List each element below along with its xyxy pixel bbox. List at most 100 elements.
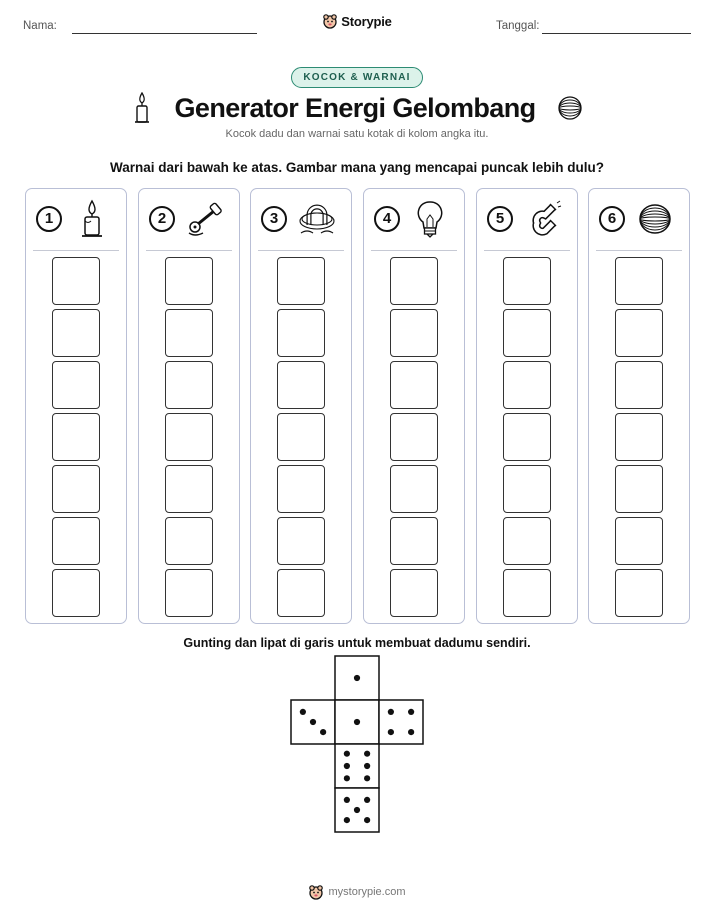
color-box[interactable] bbox=[165, 569, 213, 617]
color-box[interactable] bbox=[52, 257, 100, 305]
color-box[interactable] bbox=[503, 361, 551, 409]
color-box[interactable] bbox=[165, 361, 213, 409]
die-pip bbox=[353, 718, 361, 726]
column-6: 6 bbox=[588, 188, 690, 624]
die-pip bbox=[299, 708, 306, 715]
die-face bbox=[290, 699, 336, 745]
wire-coil-icon bbox=[639, 204, 671, 234]
color-box[interactable] bbox=[390, 413, 438, 461]
candle-icon bbox=[134, 92, 149, 123]
color-box[interactable] bbox=[52, 517, 100, 565]
die-pip bbox=[343, 817, 350, 824]
brand-name: Storypie bbox=[341, 13, 392, 29]
wire-coil-icon bbox=[558, 96, 583, 120]
die-pip bbox=[343, 762, 350, 770]
die-pip bbox=[387, 708, 394, 715]
color-box[interactable] bbox=[165, 517, 213, 565]
die-pip bbox=[364, 750, 371, 757]
name-line[interactable] bbox=[72, 33, 257, 34]
die-pip bbox=[387, 729, 394, 736]
die-pip bbox=[320, 729, 327, 736]
column-3: 3 bbox=[250, 188, 352, 624]
subtitle: Kocok dadu dan warnai satu kotak di kolo… bbox=[225, 128, 489, 140]
color-box[interactable] bbox=[277, 517, 325, 565]
color-box[interactable] bbox=[52, 569, 100, 617]
die-face bbox=[334, 787, 380, 833]
cut-instruction: Gunting dan lipat di garis untuk membuat… bbox=[183, 636, 531, 650]
color-box[interactable] bbox=[503, 257, 551, 305]
die-pip bbox=[364, 762, 371, 770]
color-box[interactable] bbox=[277, 569, 325, 617]
page-title: Generator Energi Gelombang bbox=[174, 92, 537, 123]
die-face bbox=[334, 699, 380, 745]
die-pip bbox=[353, 674, 361, 682]
die-face bbox=[378, 699, 424, 745]
column-number: 5 bbox=[487, 206, 513, 232]
column-number: 6 bbox=[599, 206, 625, 232]
color-box[interactable] bbox=[165, 309, 213, 357]
name-label: Nama: bbox=[23, 20, 57, 32]
color-box[interactable] bbox=[503, 413, 551, 461]
color-box[interactable] bbox=[165, 257, 213, 305]
hand-crank-icon bbox=[188, 202, 222, 236]
die-pip bbox=[364, 817, 371, 824]
die-pip bbox=[343, 750, 350, 757]
color-box[interactable] bbox=[503, 569, 551, 617]
die-pip bbox=[353, 806, 361, 814]
die-pip bbox=[343, 775, 350, 782]
column-number: 1 bbox=[36, 206, 62, 232]
color-box[interactable] bbox=[277, 309, 325, 357]
color-box[interactable] bbox=[615, 465, 663, 513]
die-pip bbox=[364, 775, 371, 782]
color-box[interactable] bbox=[277, 361, 325, 409]
footer-url: mystorypie.com bbox=[328, 886, 406, 898]
color-box[interactable] bbox=[390, 465, 438, 513]
color-box[interactable] bbox=[52, 413, 100, 461]
color-box[interactable] bbox=[390, 309, 438, 357]
die-face bbox=[334, 655, 380, 701]
die-face bbox=[334, 743, 380, 789]
column-5: 5 bbox=[476, 188, 578, 624]
color-box[interactable] bbox=[277, 257, 325, 305]
color-box[interactable] bbox=[615, 517, 663, 565]
color-box[interactable] bbox=[52, 309, 100, 357]
storypie-mascot-icon bbox=[323, 14, 338, 29]
horseshoe-magnet-icon bbox=[532, 200, 562, 236]
color-box[interactable] bbox=[277, 465, 325, 513]
color-box[interactable] bbox=[390, 257, 438, 305]
color-box[interactable] bbox=[390, 361, 438, 409]
color-box[interactable] bbox=[390, 517, 438, 565]
column-4: 4 bbox=[363, 188, 465, 624]
date-line[interactable] bbox=[542, 33, 691, 34]
footer: mystorypie.com bbox=[0, 884, 714, 905]
die-pip bbox=[343, 796, 350, 803]
color-box[interactable] bbox=[503, 309, 551, 357]
color-box[interactable] bbox=[52, 465, 100, 513]
brand-logo: Storypie bbox=[0, 13, 714, 34]
activity-badge: KOCOK & WARNAI bbox=[291, 67, 423, 88]
title-row: Generator Energi Gelombang bbox=[0, 90, 714, 126]
candle-icon bbox=[82, 199, 102, 237]
light-bulb-icon bbox=[417, 201, 443, 238]
color-box[interactable] bbox=[615, 361, 663, 409]
column-number: 4 bbox=[374, 206, 400, 232]
magnet-coil-icon bbox=[299, 204, 335, 234]
color-box[interactable] bbox=[503, 465, 551, 513]
color-box[interactable] bbox=[390, 569, 438, 617]
color-box[interactable] bbox=[277, 413, 325, 461]
column-number: 2 bbox=[149, 206, 175, 232]
color-box[interactable] bbox=[503, 517, 551, 565]
color-box[interactable] bbox=[615, 413, 663, 461]
color-box[interactable] bbox=[615, 569, 663, 617]
die-pip bbox=[364, 796, 371, 803]
die-pip bbox=[408, 708, 415, 715]
color-box[interactable] bbox=[615, 257, 663, 305]
instruction: Warnai dari bawah ke atas. Gambar mana y… bbox=[110, 160, 604, 175]
color-box[interactable] bbox=[52, 361, 100, 409]
storypie-mascot-icon bbox=[309, 885, 324, 900]
color-box[interactable] bbox=[165, 413, 213, 461]
color-box[interactable] bbox=[165, 465, 213, 513]
date-label: Tanggal: bbox=[496, 20, 540, 32]
color-box[interactable] bbox=[615, 309, 663, 357]
